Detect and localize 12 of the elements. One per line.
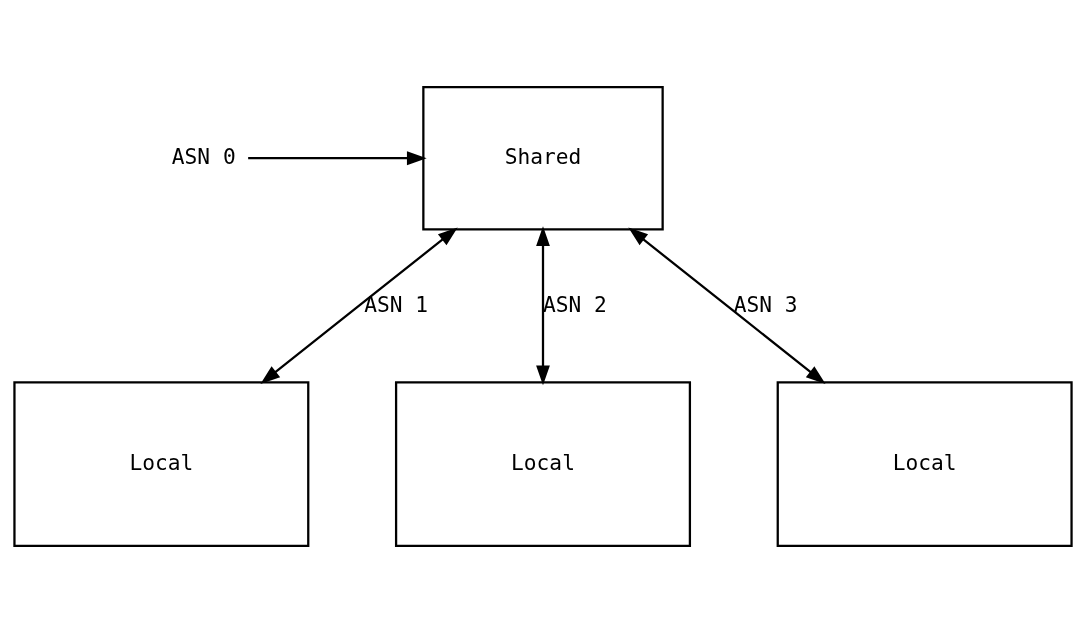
- arrow: [536, 226, 550, 386]
- arrow: [248, 151, 427, 166]
- node-box: Local: [394, 381, 692, 548]
- node-text: ASN 0: [171, 143, 236, 169]
- node-box: Local: [776, 381, 1073, 548]
- node-box: Local: [13, 381, 310, 548]
- edge-label: ASN 1: [364, 291, 428, 317]
- arrow: [260, 227, 458, 384]
- edge-label: ASN 3: [733, 291, 798, 317]
- arrow: [628, 227, 826, 384]
- edge-label: ASN 2: [542, 291, 607, 317]
- node-box: Shared: [422, 85, 664, 231]
